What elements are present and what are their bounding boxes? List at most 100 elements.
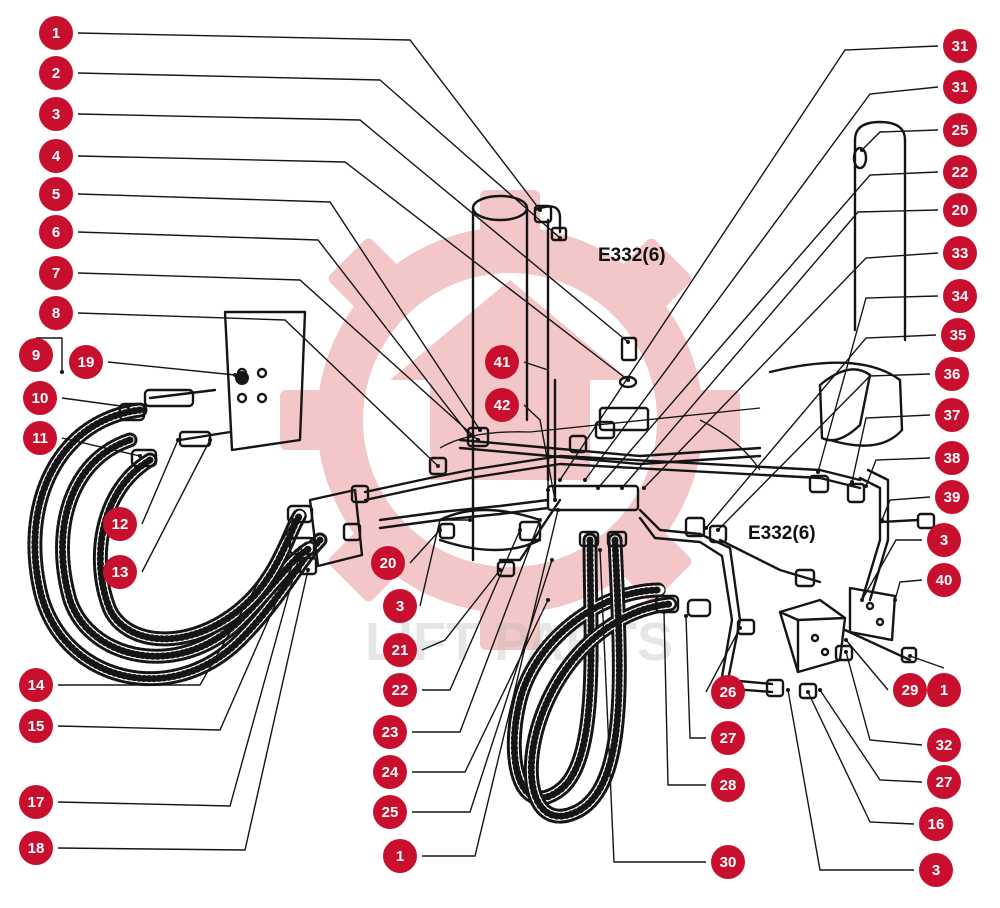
leader-line (422, 529, 521, 691)
leader-line (61, 437, 141, 457)
leader-line (894, 579, 923, 601)
callout-label: 41 (494, 354, 511, 371)
callout-marker: 19 (69, 345, 103, 379)
callout-circle (39, 56, 73, 90)
leader-line (523, 361, 549, 490)
callout-label: 36 (944, 366, 961, 383)
callout-marker: 32 (927, 728, 961, 762)
leader-end-dot (818, 688, 822, 692)
leader-line (584, 86, 939, 481)
callout-circle (383, 839, 417, 873)
leader-end-dot (908, 654, 912, 658)
callout-label: 34 (952, 288, 969, 305)
drawing-reference: E332(6) (598, 245, 666, 266)
callout-marker: 29 (893, 673, 927, 707)
callout-circle (39, 215, 73, 249)
leader-end-dot (553, 498, 557, 502)
callout-label: 1 (52, 25, 60, 42)
callout-label: 1 (396, 848, 404, 865)
callout-circle (383, 589, 417, 623)
callout-marker: 13 (103, 555, 137, 589)
callout-marker: 31 (943, 29, 977, 63)
callout-marker: 33 (943, 236, 977, 270)
leader-end-dot (880, 518, 884, 522)
mast-cylinder-right (852, 120, 907, 342)
leader-line (819, 689, 923, 783)
callout-marker: 11 (23, 421, 57, 455)
leader-end-dot (684, 614, 688, 618)
callout-marker: 20 (371, 546, 405, 580)
callout-circle (935, 398, 969, 432)
callout-label: 3 (940, 532, 948, 549)
leader-line (412, 519, 541, 733)
callout-circle (711, 721, 745, 755)
callout-label: 16 (928, 816, 945, 833)
callout-circle (935, 357, 969, 391)
leader-line (861, 539, 922, 601)
callout-circle (383, 673, 417, 707)
watermark: LIFT PARTS (280, 190, 740, 672)
leader-end-dot (298, 546, 302, 550)
callout-circle (941, 318, 975, 352)
callout-circle (711, 675, 745, 709)
callout-circle (19, 785, 53, 819)
callout-circle (935, 441, 969, 475)
callout-marker: 37 (935, 398, 969, 432)
callout-marker: 16 (919, 807, 953, 841)
callout-label: 31 (952, 38, 969, 55)
callout-circle (19, 709, 53, 743)
callout-marker: 20 (943, 193, 977, 227)
leader-line (643, 252, 939, 489)
leader-end-dot (468, 434, 472, 438)
callout-circle (39, 16, 73, 50)
leader-end-dot (844, 638, 848, 642)
leader-line (412, 559, 553, 813)
callout-marker: 5 (39, 177, 73, 211)
leader-line (559, 45, 939, 481)
leader-end-dot (538, 518, 542, 522)
callout-marker: 23 (373, 715, 407, 749)
callout-label: 3 (932, 862, 940, 879)
callout-marker: 3 (927, 523, 961, 557)
leader-end-dot (476, 438, 480, 442)
leader-line (57, 547, 301, 731)
leader-end-dot (556, 508, 560, 512)
callout-marker: 40 (927, 563, 961, 597)
leader-line (705, 627, 741, 693)
leader-line (422, 509, 559, 857)
callout-circle (919, 853, 953, 887)
callout-circle (943, 155, 977, 189)
callout-marker: 4 (39, 139, 73, 173)
callout-circle (935, 480, 969, 514)
leader-end-dot (436, 464, 440, 468)
callout-circle (927, 563, 961, 597)
leader-line (909, 655, 945, 669)
leader-line (141, 439, 211, 573)
callout-circle (39, 97, 73, 131)
leader-line (705, 334, 937, 529)
callout-marker: 22 (383, 673, 417, 707)
hose-loop-center (506, 530, 712, 824)
callout-label: 6 (52, 224, 60, 241)
callout-marker: 14 (19, 668, 53, 702)
leader-end-dot (296, 558, 300, 562)
callout-circle (19, 668, 53, 702)
leader-line (61, 397, 129, 408)
callout-label: 20 (380, 555, 397, 572)
callout-label: 2 (52, 65, 60, 82)
leader-end-dot (546, 598, 550, 602)
callout-circle (103, 507, 137, 541)
callout-marker: 17 (19, 785, 53, 819)
callout-label: 25 (382, 804, 399, 821)
callout-marker: 26 (711, 675, 745, 709)
leader-end-dot (786, 688, 790, 692)
callout-circle (943, 236, 977, 270)
callout-marker: 27 (927, 765, 961, 799)
callout-label: 33 (952, 245, 969, 262)
callout-circle (23, 421, 57, 455)
callout-label: 26 (720, 684, 737, 701)
washer-19 (235, 371, 249, 385)
leader-line (77, 231, 471, 437)
callout-label: 22 (392, 682, 409, 699)
callout-label: 1 (940, 682, 948, 699)
